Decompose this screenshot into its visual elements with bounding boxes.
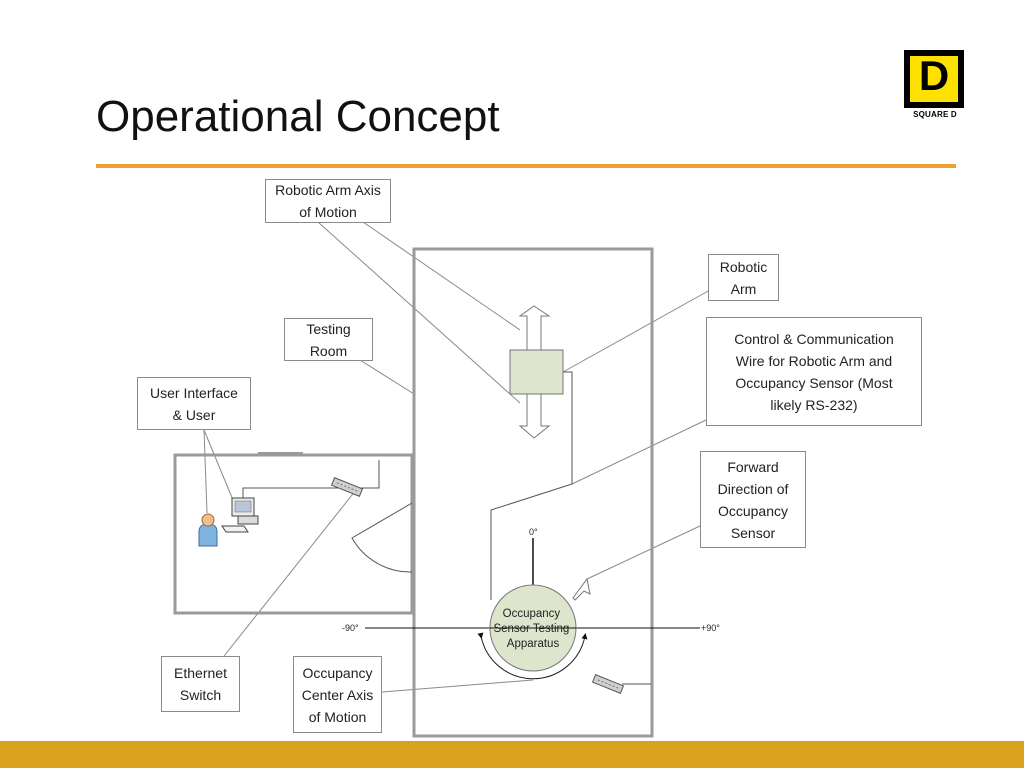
- apparatus-label-line1: Occupancy: [503, 608, 561, 620]
- leader-ethernet-switch: [223, 489, 357, 657]
- leader-control-wire: [571, 419, 707, 485]
- testing-room-outline: [412, 247, 654, 738]
- square-d-logo: D SQUARE D: [904, 50, 964, 120]
- apparatus-label: Occupancy Sensor Testing Apparatus: [493, 608, 572, 650]
- leader-testing-room: [359, 359, 415, 395]
- computer-keyboard: [221, 525, 249, 533]
- angle-plus-label: +90°: [701, 623, 720, 633]
- computer-base: [237, 515, 259, 525]
- rotation-arc: [477, 632, 588, 680]
- callout-robotic-arm-axis: Robotic Arm Axis of Motion: [265, 179, 391, 223]
- callout-robotic-arm: Robotic Arm: [708, 254, 779, 301]
- leader-arm-axis-bottom: [317, 221, 521, 404]
- leader-robotic-arm: [562, 289, 711, 373]
- computer-workstation: [221, 497, 259, 533]
- leader-forward-direction: [586, 525, 701, 580]
- footer-bar: [0, 741, 1024, 768]
- leader-lines: [203, 221, 711, 693]
- leader-center-axis: [381, 679, 534, 693]
- callout-occupancy-center-axis: Occupancy Center Axis of Motion: [293, 656, 382, 733]
- logo-text: SQUARE D: [913, 110, 957, 119]
- callout-testing-room: Testing Room: [284, 318, 373, 361]
- callout-user-interface: User Interface & User: [137, 377, 251, 430]
- apparatus-label-line3: Apparatus: [507, 638, 560, 650]
- door-swing: [351, 502, 413, 573]
- leader-arm-axis-top: [362, 221, 521, 331]
- robotic-arm: [509, 349, 564, 395]
- user-body: [198, 523, 218, 547]
- control-communication-wire: [490, 371, 573, 600]
- slide-title: Operational Concept: [96, 92, 500, 141]
- occupancy-sensor-device: [591, 674, 625, 694]
- leader-user-interface: [203, 429, 234, 501]
- forward-direction-arrow: [572, 577, 591, 601]
- callout-control-wire: Control & Communication Wire for Robotic…: [706, 317, 922, 426]
- user-figure: [198, 513, 218, 547]
- angle-minus-label: -90°: [342, 623, 359, 633]
- logo-letter: D: [918, 52, 950, 99]
- ethernet-cable: [242, 460, 380, 500]
- logo-frame: D: [904, 50, 964, 108]
- computer-screen: [234, 500, 252, 513]
- leader-user: [203, 429, 208, 514]
- ethernet-switch-device: [330, 477, 364, 497]
- control-room-outline: [173, 453, 414, 615]
- callout-ethernet-switch: Ethernet Switch: [161, 656, 240, 712]
- cabling: [242, 371, 651, 685]
- angle-zero-label: 0°: [529, 527, 538, 537]
- callout-forward-direction: Forward Direction of Occupancy Sensor: [700, 451, 806, 548]
- logo-yellow-field: [910, 56, 958, 102]
- title-rule: [96, 164, 956, 168]
- apparatus-label-line2: Sensor Testing: [493, 623, 569, 635]
- user-head: [201, 513, 215, 527]
